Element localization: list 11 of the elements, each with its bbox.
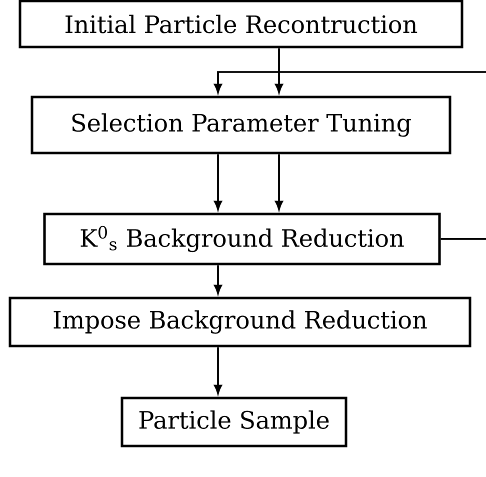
arrow [214,154,222,210]
process-box: Impose Background Reduction [8,296,472,348]
arrow [214,71,486,240]
arrow [214,265,222,294]
process-box: Selection Parameter Tuning [30,96,452,154]
process-box: Initial Particle Recontruction [18,0,464,48]
arrow [214,347,222,394]
arrow [275,154,283,210]
arrow [275,48,283,93]
process-box: K$^{0}$$_{s}$ Background Reduction [43,212,441,266]
process-box: Particle Sample [120,396,348,448]
